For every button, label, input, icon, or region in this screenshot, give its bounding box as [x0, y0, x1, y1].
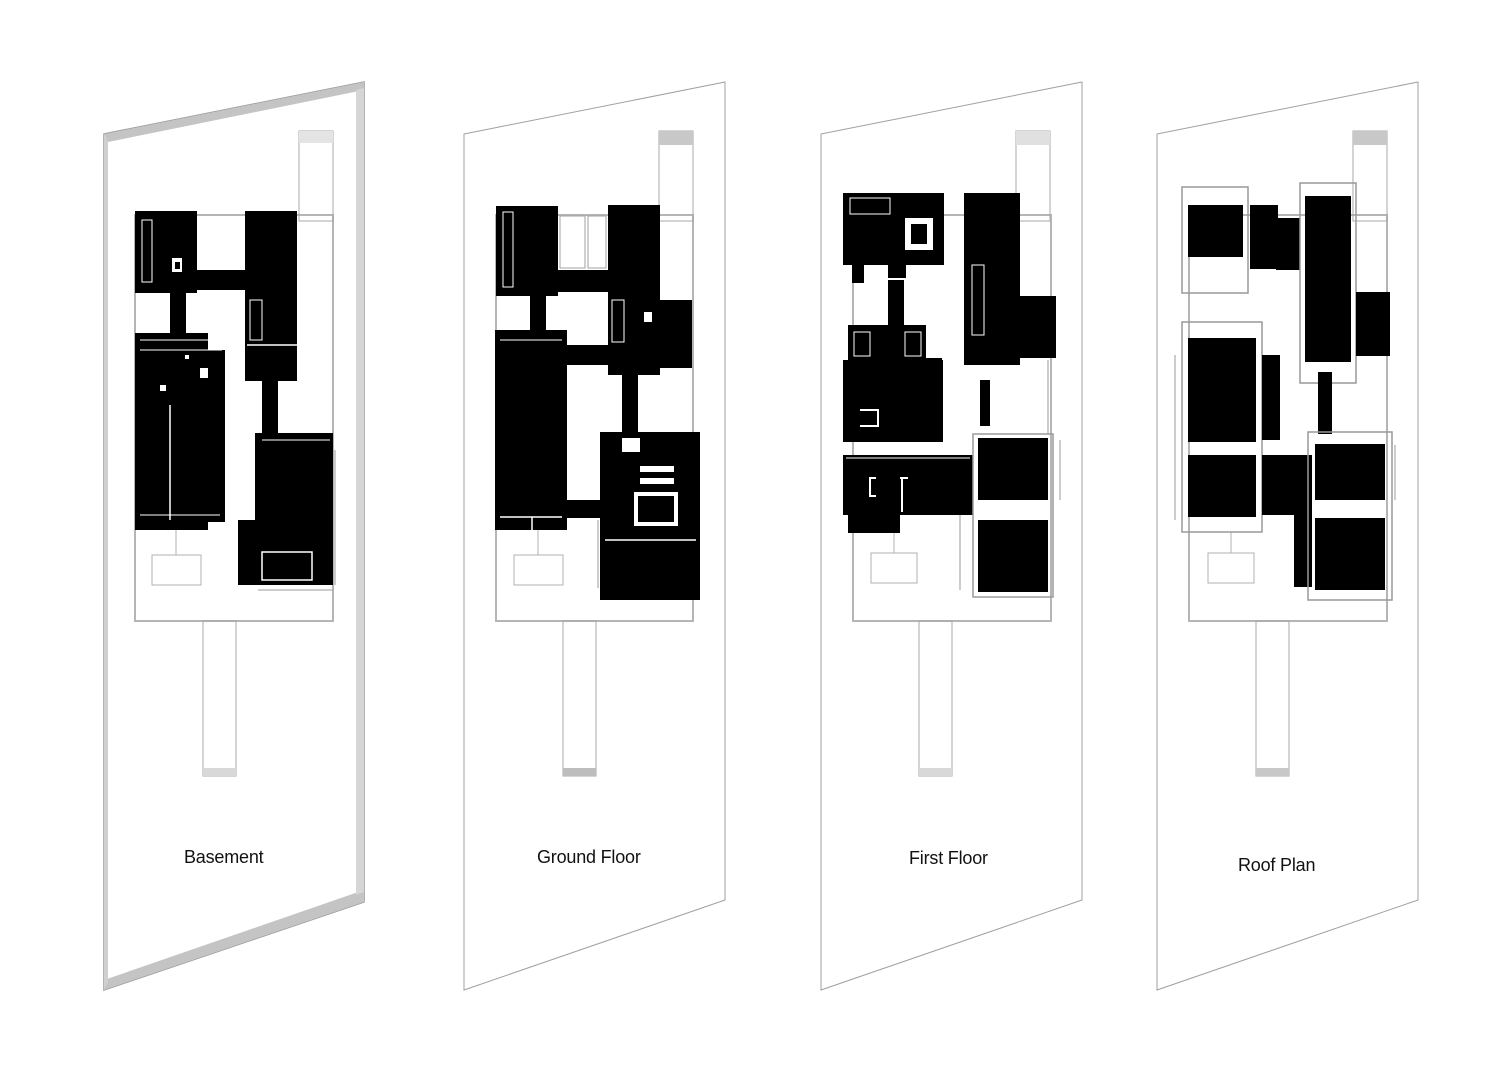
room-block: [496, 206, 558, 296]
room-block: [622, 372, 638, 434]
room-void: [971, 264, 985, 336]
room-void: [559, 215, 586, 269]
roof-block: [1188, 455, 1256, 517]
room-block: [978, 438, 1048, 500]
room-block: [135, 333, 208, 530]
roof-block: [1262, 355, 1280, 440]
roof-block: [1250, 205, 1278, 269]
room-void: [644, 312, 652, 322]
roof-block: [1356, 292, 1390, 356]
basement-sheet-right-edge: [356, 88, 364, 895]
basement-sheet-left-edge: [104, 134, 108, 990]
room-block: [1018, 296, 1056, 358]
ground-floor-label: Ground Floor: [537, 847, 641, 867]
room-block: [205, 350, 225, 522]
roof-block: [1188, 338, 1256, 442]
room-void: [978, 500, 1048, 520]
room-block: [920, 358, 942, 442]
room-block: [245, 211, 297, 381]
room-block: [135, 211, 197, 293]
roof-block: [1188, 205, 1243, 257]
room-void: [640, 478, 674, 484]
entry-path-end: [919, 768, 952, 776]
ground-floor-plan: [495, 130, 700, 777]
room-void: [634, 492, 678, 526]
room-void: [141, 219, 153, 283]
room-frame: [972, 433, 1054, 598]
room-block: [170, 293, 186, 335]
roof-block: [1318, 372, 1332, 434]
room-block: [530, 292, 546, 334]
roof-plan-sheet: [1156, 81, 1419, 991]
roof-plan-label: Roof Plan: [1238, 855, 1316, 875]
side-strip-cap: [659, 131, 693, 145]
room-block: [888, 260, 906, 278]
room-block: [640, 300, 692, 368]
room-line: [869, 477, 876, 497]
room-void: [261, 551, 313, 581]
roof-block: [1294, 515, 1312, 587]
entry-path-end: [1256, 768, 1289, 776]
roof-frame: [1181, 186, 1249, 294]
room-void: [904, 331, 922, 357]
room-void: [640, 466, 674, 472]
side-strip-cap: [1016, 131, 1050, 145]
room-line: [860, 409, 879, 427]
first-floor-label: First Floor: [909, 848, 988, 868]
first-floor-plan: [843, 130, 1061, 777]
room-void: [502, 211, 514, 288]
room-block: [197, 270, 247, 290]
room-block: [555, 270, 610, 292]
room-void: [611, 299, 625, 343]
room-void: [853, 331, 871, 357]
room-void: [587, 215, 607, 269]
entry-path-end: [203, 768, 236, 776]
room-block: [980, 380, 990, 426]
roof-frame: [1307, 431, 1393, 601]
room-block: [848, 515, 900, 533]
room-block: [978, 520, 1048, 592]
basement-sheet-top-edge: [104, 82, 364, 142]
entry-path-end: [563, 768, 596, 776]
ground-floor-panel: [463, 81, 726, 991]
roof-block: [1262, 455, 1312, 515]
room-block: [255, 433, 333, 585]
roof-block: [1315, 444, 1385, 500]
room-void: [185, 355, 189, 359]
basement-sheet-bottom-edge: [104, 890, 364, 990]
room-block: [238, 520, 258, 585]
first-floor-panel: [820, 81, 1083, 991]
room-void: [160, 385, 166, 391]
room-void: [622, 438, 640, 452]
roof-plan-panel: [1156, 81, 1419, 991]
room-block: [848, 325, 926, 363]
side-strip-cap: [299, 131, 333, 143]
room-block: [964, 193, 1020, 365]
room-void: [911, 224, 927, 244]
room-block: [567, 345, 612, 365]
basement-panel: [103, 81, 365, 992]
room-block: [888, 280, 904, 326]
room-void: [849, 197, 891, 215]
side-strip-cap: [1353, 131, 1387, 145]
room-block: [495, 330, 567, 530]
room-void: [175, 262, 180, 269]
roof-block: [1276, 218, 1300, 270]
room-void: [249, 299, 263, 341]
basement-label: Basement: [184, 847, 264, 867]
roof-plan-plan: [1174, 130, 1396, 777]
room-block: [852, 265, 864, 283]
room-void: [200, 368, 208, 378]
room-block: [262, 380, 278, 440]
room-block: [843, 455, 973, 515]
roof-block: [1305, 196, 1351, 362]
room-block: [600, 432, 700, 600]
roof-block: [1315, 518, 1385, 590]
basement-plan: [134, 130, 336, 777]
